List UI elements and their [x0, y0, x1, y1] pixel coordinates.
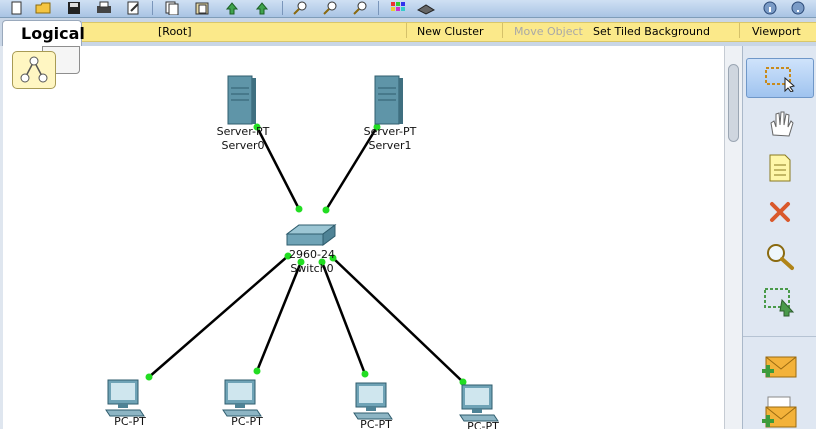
- device-switch0[interactable]: [285, 222, 337, 251]
- move-object-button[interactable]: Move Object: [514, 25, 583, 38]
- workspace-vertical-scrollbar[interactable]: [724, 46, 742, 429]
- tab-logical-label: Logical: [21, 24, 85, 43]
- port-light: [459, 378, 467, 386]
- pc-icon: [222, 379, 262, 417]
- device-type-label: 2960-24: [289, 248, 335, 261]
- zoom-out-icon[interactable]: [350, 0, 370, 16]
- save-icon[interactable]: [64, 0, 84, 16]
- port-light: [295, 205, 303, 213]
- activity-wizard-icon[interactable]: [124, 0, 144, 16]
- port-light: [318, 258, 326, 266]
- move-layout-icon[interactable]: [746, 104, 814, 144]
- device-pc1[interactable]: [221, 378, 265, 421]
- topology-canvas: [145, 123, 467, 386]
- new-cluster-button[interactable]: New Cluster: [417, 25, 484, 38]
- navigation-icon[interactable]: [12, 51, 56, 89]
- link-switch0-pc0[interactable]: [148, 255, 289, 378]
- undo-icon[interactable]: [222, 0, 242, 16]
- device-server0[interactable]: [226, 74, 258, 129]
- zoom-reset-icon[interactable]: [320, 0, 340, 16]
- add-complex-pdu-icon[interactable]: [746, 392, 814, 429]
- place-note-icon[interactable]: [746, 148, 814, 188]
- root-breadcrumb[interactable]: [Root]: [158, 25, 192, 38]
- switch-icon: [285, 224, 337, 246]
- logical-workspace[interactable]: Server-PT Server0 Server-PT Server1 2960…: [3, 46, 723, 429]
- device-name-label: Switch0: [290, 262, 334, 275]
- redo-icon[interactable]: [252, 0, 272, 16]
- device-server1[interactable]: [373, 74, 405, 129]
- main-toolbar: [0, 0, 816, 18]
- port-light: [322, 206, 330, 214]
- scrollbar-thumb[interactable]: [728, 64, 739, 142]
- port-light: [361, 370, 369, 378]
- device-pc3[interactable]: [458, 383, 502, 426]
- pc-icon: [459, 384, 499, 422]
- pc-icon: [353, 382, 393, 420]
- palette-icon[interactable]: [388, 0, 408, 16]
- common-tools-bar: [742, 46, 816, 429]
- device-type-label: Server-PT: [363, 125, 417, 138]
- print-icon[interactable]: [94, 0, 114, 16]
- device-type-label: PC-PT: [360, 418, 392, 429]
- device-type-label: PC-PT: [231, 415, 263, 428]
- workspace-options-strip: [82, 22, 816, 42]
- port-light: [284, 252, 292, 260]
- inspect-icon[interactable]: [746, 236, 814, 276]
- select-icon[interactable]: [746, 58, 814, 98]
- viewport-button[interactable]: Viewport: [752, 25, 801, 38]
- port-light: [253, 123, 261, 131]
- device-label: Server-PT Server1: [364, 125, 417, 153]
- new-icon[interactable]: [6, 0, 26, 16]
- tab-logical[interactable]: Logical: [2, 20, 85, 46]
- zoom-in-icon[interactable]: [290, 0, 310, 16]
- paste-icon[interactable]: [192, 0, 212, 16]
- device-template-icon[interactable]: [416, 0, 436, 16]
- device-name-label: Server1: [368, 139, 412, 152]
- link-server0-switch0[interactable]: [255, 126, 301, 210]
- copy-icon[interactable]: [162, 0, 182, 16]
- port-status-lights: [145, 123, 467, 386]
- help-icon[interactable]: [788, 0, 808, 16]
- workspace-bar: Logical [Root] New Cluster Move Object S…: [0, 18, 816, 46]
- info-icon[interactable]: [760, 0, 780, 16]
- port-light: [297, 258, 305, 266]
- link-switch0-pc1[interactable]: [255, 261, 303, 372]
- port-light: [253, 367, 261, 375]
- port-light: [329, 254, 337, 262]
- server-icon: [227, 75, 256, 125]
- device-type-label: Server-PT: [216, 125, 270, 138]
- device-type-label: PC-PT: [114, 415, 146, 428]
- device-name-label: Server0: [221, 139, 265, 152]
- pc-icon: [105, 379, 145, 417]
- server-icon: [374, 75, 403, 125]
- links: [148, 126, 464, 383]
- device-pc2[interactable]: [352, 381, 396, 424]
- link-switch0-pc3[interactable]: [332, 257, 464, 383]
- set-tiled-background-button[interactable]: Set Tiled Background: [593, 25, 710, 38]
- device-pc0[interactable]: [104, 378, 148, 421]
- add-simple-pdu-icon[interactable]: [746, 348, 814, 388]
- link-server1-switch0[interactable]: [324, 126, 379, 211]
- port-light: [145, 373, 153, 381]
- link-switch0-pc2[interactable]: [320, 261, 367, 375]
- resize-shape-icon[interactable]: [746, 282, 814, 322]
- device-label: 2960-24 Switch0: [289, 248, 335, 276]
- port-light: [373, 123, 381, 131]
- delete-icon[interactable]: [746, 192, 814, 232]
- open-icon[interactable]: [34, 0, 54, 16]
- device-label: Server-PT Server0: [217, 125, 270, 153]
- device-type-label: PC-PT: [467, 420, 499, 429]
